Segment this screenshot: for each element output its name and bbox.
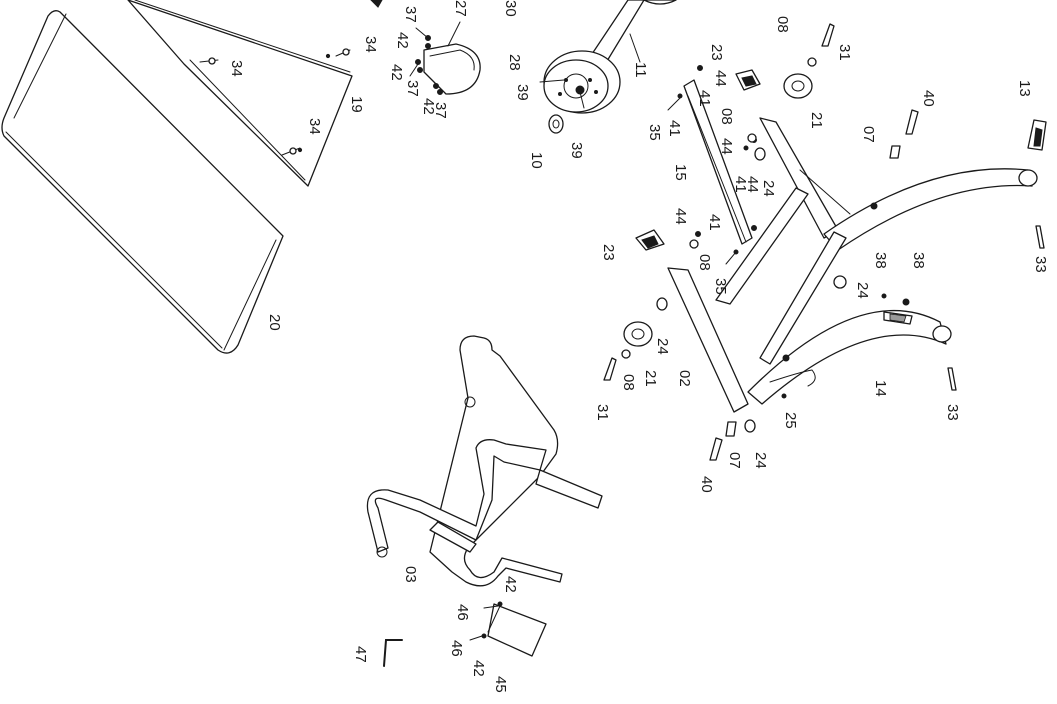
callout-47: 47	[352, 646, 369, 663]
callout-34: 34	[362, 36, 379, 53]
callout-33: 33	[944, 404, 961, 421]
part-34-bolt-c	[281, 147, 301, 156]
part-28-wheel	[539, 50, 621, 114]
callout-07: 07	[726, 452, 743, 469]
callout-labels: 34 34 34 19 20 37 42 42 37 42 37 27 30 2…	[228, 0, 1049, 693]
part-33-screws	[947, 225, 1045, 391]
callout-45: 45	[492, 676, 509, 693]
part-02-frame	[667, 117, 1038, 413]
part-10-bushing	[548, 114, 564, 134]
callout-21: 21	[642, 370, 659, 387]
callout-42: 42	[420, 98, 437, 115]
callout-41: 41	[706, 214, 723, 231]
callout-35: 35	[646, 124, 663, 141]
part-07-sleeves	[725, 145, 901, 437]
callout-44: 44	[672, 208, 689, 225]
callout-34: 34	[306, 118, 323, 135]
part-23-bracket-a	[735, 69, 761, 91]
callout-15: 15	[672, 164, 689, 181]
callout-41: 41	[666, 120, 683, 137]
part-27-cover	[423, 21, 481, 95]
callout-37: 37	[432, 102, 449, 119]
part-21-roller-a	[783, 73, 813, 99]
callout-39: 39	[568, 142, 585, 159]
part-14-sensor	[883, 311, 913, 325]
part-45-plate	[487, 603, 547, 657]
callout-08: 08	[620, 374, 637, 391]
part-37-42-hardware	[409, 27, 443, 95]
callout-21: 21	[808, 112, 825, 129]
cropped-part-fragment	[370, 0, 383, 8]
callout-03: 03	[402, 566, 419, 583]
callout-24: 24	[854, 282, 871, 299]
part-38-clips	[881, 293, 910, 306]
callout-23: 23	[600, 244, 617, 261]
callout-38: 38	[872, 252, 889, 269]
part-21-roller-b	[623, 321, 653, 347]
callout-13: 13	[1016, 80, 1033, 97]
callout-46: 46	[448, 640, 465, 657]
callout-24: 24	[654, 338, 671, 355]
callout-08: 08	[696, 254, 713, 271]
part-31-bolts	[603, 23, 835, 381]
callout-40: 40	[920, 90, 937, 107]
part-34-bolt-b	[335, 48, 351, 57]
callout-44: 44	[744, 176, 761, 193]
callout-27: 27	[452, 0, 469, 17]
callout-37: 37	[404, 80, 421, 97]
callout-31: 31	[594, 404, 611, 421]
part-03-handlebar	[366, 335, 603, 587]
callout-08: 08	[774, 16, 791, 33]
callout-24: 24	[752, 452, 769, 469]
callout-41: 41	[696, 90, 713, 107]
callout-44: 44	[718, 138, 735, 155]
callout-08: 08	[718, 108, 735, 125]
callout-34: 34	[228, 60, 245, 77]
callout-46: 46	[454, 604, 471, 621]
callout-20: 20	[266, 314, 283, 331]
part-19-plate	[127, 0, 353, 187]
part-24-spacers	[656, 147, 847, 433]
callout-35: 35	[712, 278, 729, 295]
part-15-tube	[683, 79, 753, 245]
callout-42: 42	[470, 660, 487, 677]
part-25-cable	[769, 369, 816, 399]
callout-42: 42	[388, 64, 405, 81]
part-42-46-screws	[469, 601, 503, 641]
callout-24: 24	[760, 180, 777, 197]
callout-37: 37	[402, 6, 419, 23]
part-34-bolt-a	[199, 57, 219, 65]
callout-44: 44	[712, 70, 729, 87]
callout-02: 02	[676, 370, 693, 387]
callout-41: 41	[732, 176, 749, 193]
part-47-allen-wrench	[383, 639, 403, 667]
callout-42: 42	[502, 576, 519, 593]
callout-10: 10	[528, 152, 545, 169]
callout-25: 25	[782, 412, 799, 429]
callout-14: 14	[872, 380, 889, 397]
callout-07: 07	[860, 126, 877, 143]
part-23-bracket-b	[635, 229, 665, 251]
callout-30: 30	[502, 0, 519, 17]
callout-31: 31	[836, 44, 853, 61]
callout-40: 40	[698, 476, 715, 493]
callout-38: 38	[910, 252, 927, 269]
callout-11: 11	[632, 62, 649, 78]
part-40-pins	[709, 109, 919, 461]
callout-28: 28	[506, 54, 523, 71]
callout-33: 33	[1032, 256, 1049, 273]
callout-23: 23	[708, 44, 725, 61]
part-20-board	[1, 10, 284, 354]
part-08-nuts	[621, 57, 817, 359]
callout-42: 42	[394, 32, 411, 49]
callout-39: 39	[514, 84, 531, 101]
callout-19: 19	[348, 96, 365, 113]
part-13-knob	[1027, 119, 1047, 151]
